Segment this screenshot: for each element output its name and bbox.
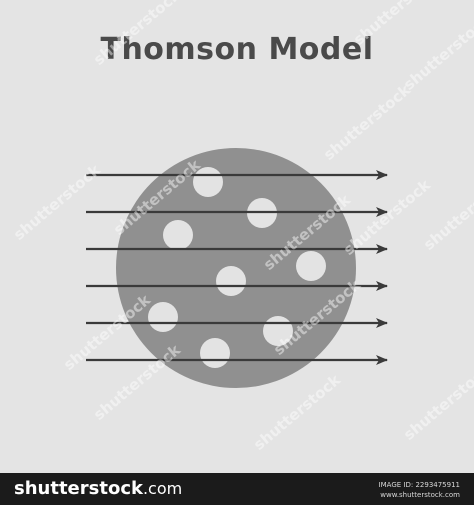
electron-5 [216,266,246,296]
footer-image-id: IMAGE ID: 2293475911 [378,481,460,489]
electron-8 [200,338,230,368]
footer-bar: shutterstock.com IMAGE ID: 2293475911 ww… [0,473,474,505]
footer-site: www.shutterstock.com [380,491,460,499]
electron-4 [296,251,326,281]
footer-image-info: IMAGE ID: 2293475911 www.shutterstock.co… [379,480,460,500]
electron-3 [163,220,193,250]
electron-7 [263,316,293,346]
electron-6 [148,302,178,332]
thomson-model-illustration [86,148,388,388]
diagram-title: Thomson Model [100,32,374,67]
footer-brand-suffix: .com [142,479,183,498]
electron-1 [193,167,223,197]
footer-brand: shutterstock.com [14,478,182,499]
footer-brand-name: shutterstock [14,478,143,499]
alpha-particle-paths [86,170,388,365]
